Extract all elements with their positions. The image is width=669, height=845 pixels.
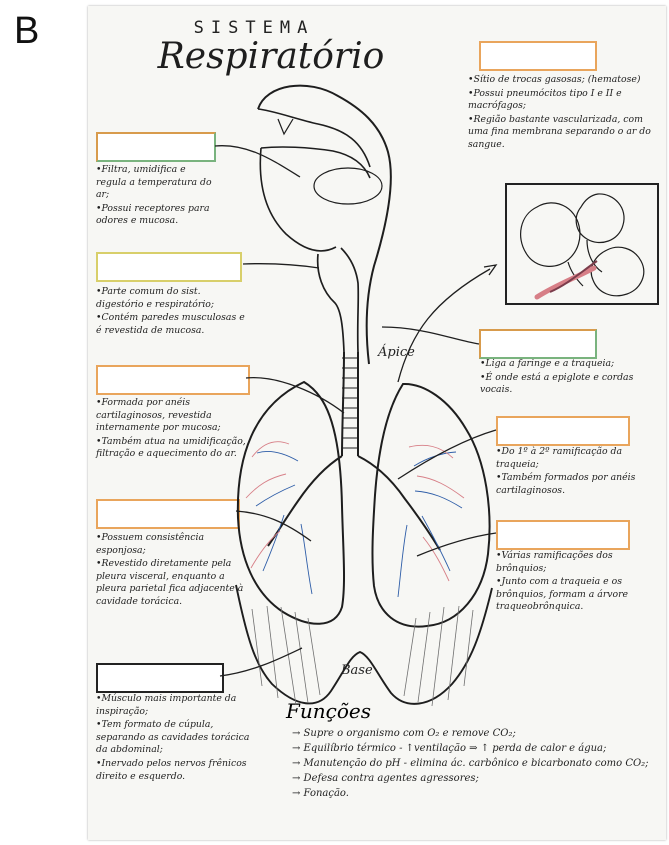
notes-sheet: SISTEMA Respiratório •Sítio de trocas ga…	[88, 6, 666, 840]
respiratory-illustration	[88, 6, 666, 840]
panel-letter: B	[14, 12, 39, 50]
